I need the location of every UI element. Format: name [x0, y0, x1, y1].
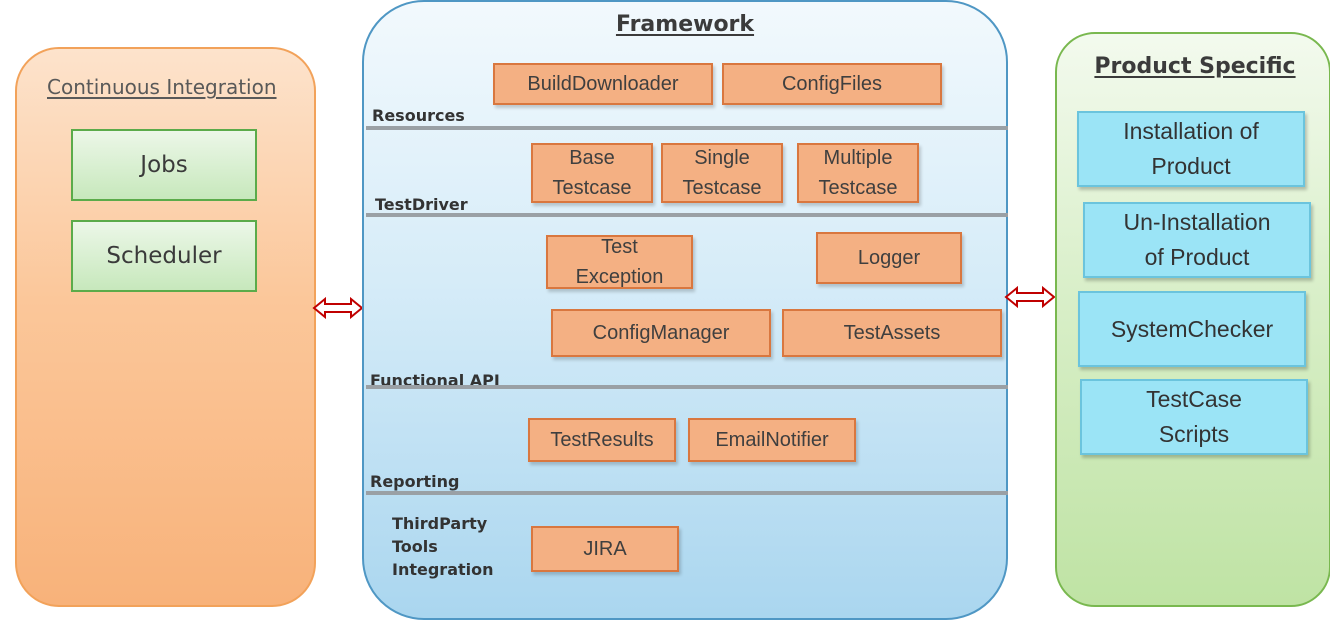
- layer-divider: [366, 213, 1008, 217]
- ci-title: Continuous Integration: [47, 75, 277, 99]
- test-assets-box: TestAssets: [782, 309, 1002, 357]
- layer-label-resources: Resources: [372, 106, 465, 125]
- base-testcase-box: Base Testcase: [531, 143, 653, 203]
- product-specific-title: Product Specific: [1094, 54, 1296, 79]
- bidirectional-arrow-icon: [312, 297, 364, 319]
- layer-divider: [366, 385, 1008, 389]
- test-exception-box: Test Exception: [546, 235, 693, 289]
- jira-box: JIRA: [531, 526, 679, 572]
- layer-divider: [366, 491, 1008, 495]
- build-downloader-box: BuildDownloader: [493, 63, 713, 105]
- email-notifier-box: EmailNotifier: [688, 418, 856, 462]
- framework-panel: Framework BuildDownloader ConfigFiles Re…: [362, 0, 1008, 620]
- framework-title: Framework: [615, 12, 755, 37]
- installation-of-product-box: Installation of Product: [1077, 111, 1305, 187]
- continuous-integration-panel: Continuous Integration Jobs Scheduler: [15, 47, 316, 607]
- multiple-testcase-box: Multiple Testcase: [797, 143, 919, 203]
- system-checker-box: SystemChecker: [1078, 291, 1306, 367]
- layer-label-third-party: ThirdParty Tools Integration: [392, 514, 494, 579]
- single-testcase-box: Single Testcase: [661, 143, 783, 203]
- bidirectional-arrow-icon: [1004, 286, 1056, 308]
- logger-box: Logger: [816, 232, 962, 284]
- config-files-box: ConfigFiles: [722, 63, 942, 105]
- ci-item-scheduler: Scheduler: [71, 220, 257, 292]
- layer-label-testdriver: TestDriver: [375, 195, 468, 214]
- uninstallation-of-product-box: Un-Installation of Product: [1083, 202, 1311, 278]
- test-results-box: TestResults: [528, 418, 676, 462]
- config-manager-box: ConfigManager: [551, 309, 771, 357]
- testcase-scripts-box: TestCase Scripts: [1080, 379, 1308, 455]
- product-specific-panel: Product Specific Installation of Product…: [1055, 32, 1330, 607]
- layer-label-reporting: Reporting: [370, 472, 460, 491]
- layer-divider: [366, 126, 1008, 130]
- ci-item-jobs: Jobs: [71, 129, 257, 201]
